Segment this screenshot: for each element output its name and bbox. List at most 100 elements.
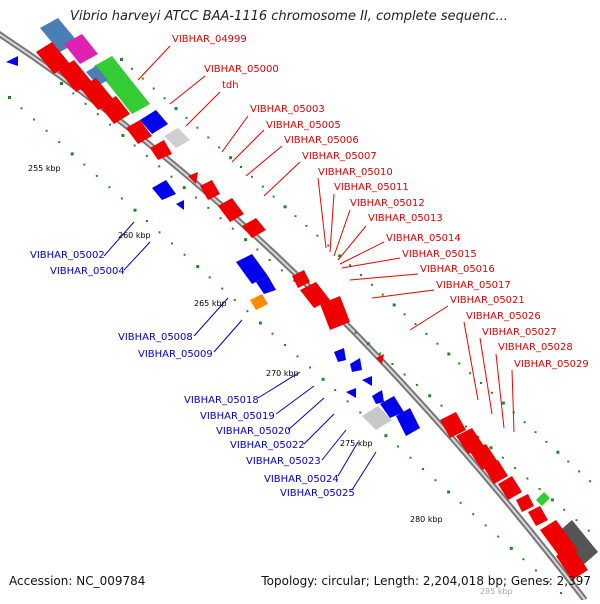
gene-label[interactable]: VIBHAR_05027: [482, 327, 557, 338]
kbp-label: 255 kbp: [28, 164, 61, 173]
tick-dot: [130, 67, 133, 70]
cds-block-grey: [164, 128, 190, 148]
tick-dot: [346, 400, 349, 403]
tick-dot: [469, 372, 472, 375]
tick-dot: [309, 366, 312, 369]
tick-dots: [8, 58, 592, 594]
cds-arrow: [498, 476, 522, 500]
gene-label[interactable]: VIBHAR_05014: [386, 233, 461, 244]
gene-label[interactable]: VIBHAR_05022: [230, 440, 305, 451]
tick-dot: [327, 244, 330, 247]
tick-dot: [434, 479, 437, 482]
tick-dot: [45, 129, 48, 132]
tick-dot: [120, 197, 123, 200]
tick-dot: [261, 185, 264, 188]
tick-dot: [477, 435, 480, 438]
tick-dot: [195, 196, 197, 199]
gene-label[interactable]: VIBHAR_05025: [280, 488, 355, 499]
tick-dot: [384, 434, 388, 438]
tick-dot: [229, 156, 233, 160]
gene-label[interactable]: VIBHAR_05028: [498, 342, 573, 353]
gene-label[interactable]: VIBHAR_05011: [334, 182, 409, 193]
gene-label[interactable]: VIBHAR_05009: [138, 349, 213, 360]
cds-block-steelblue-2: [86, 66, 108, 86]
gene-label[interactable]: VIBHAR_05003: [250, 104, 325, 115]
tick-dot: [196, 265, 200, 269]
tick-dot: [163, 97, 166, 100]
kbp-label: 275 kbp: [340, 439, 373, 448]
gene-label[interactable]: VIBHAR_05002: [30, 250, 105, 261]
tick-dot: [447, 352, 451, 356]
cds-arrow: [484, 460, 508, 484]
gene-label[interactable]: VIBHAR_05016: [420, 264, 495, 275]
feature-blocks: [40, 18, 598, 566]
cds-arrow: [80, 78, 114, 110]
gene-label[interactable]: VIBHAR_05017: [436, 280, 511, 291]
tick-dot: [185, 116, 188, 119]
gene-label[interactable]: VIBHAR_05015: [402, 249, 477, 260]
tick-dot: [133, 144, 136, 147]
gene-label[interactable]: VIBHAR_05020: [216, 426, 291, 437]
tick-dot: [268, 259, 271, 261]
tick-dot: [366, 342, 370, 346]
gene-label[interactable]: VIBHAR_05029: [514, 359, 589, 370]
tick-dot: [256, 248, 259, 251]
gene-label[interactable]: VIBHAR_05018: [184, 395, 259, 406]
tick-dot: [489, 446, 493, 450]
gene-label[interactable]: VIBHAR_05012: [350, 198, 425, 209]
gene-label[interactable]: VIBHAR_05000: [204, 64, 279, 75]
tick-dot: [359, 411, 362, 414]
gene-label[interactable]: VIBHAR_05019: [200, 411, 275, 422]
reverse-strand-features: [6, 56, 420, 436]
gene-label[interactable]: VIBHAR_05005: [266, 120, 341, 131]
tick-dot: [440, 404, 443, 407]
gene-label[interactable]: VIBHAR_05008: [118, 332, 193, 343]
cds-arrow: [300, 282, 330, 308]
gene-label[interactable]: VIBHAR_05004: [50, 266, 125, 277]
gene-label[interactable]: VIBHAR_05021: [450, 295, 525, 306]
tick-dot: [60, 82, 63, 85]
gene-label[interactable]: VIBHAR_04999: [172, 34, 247, 45]
cds-arrow: [242, 218, 266, 238]
label-leaders-reverse: [103, 221, 377, 491]
gene-label[interactable]: tdh: [222, 80, 239, 91]
cds-arrow: [320, 296, 350, 330]
tick-dot: [84, 102, 87, 105]
gene-label[interactable]: VIBHAR_05007: [302, 151, 377, 162]
cds-arrow: [456, 428, 484, 454]
gene-label[interactable]: VIBHAR_05026: [466, 311, 541, 322]
tick-dot: [589, 480, 592, 483]
cds-arrow: [218, 198, 244, 222]
tick-dot: [283, 205, 287, 209]
gene-label[interactable]: VIBHAR_05006: [284, 135, 359, 146]
tick-dot: [182, 186, 186, 190]
tick-dot: [349, 264, 352, 267]
cds-arrow: [236, 254, 268, 284]
tick-dot: [196, 126, 199, 129]
tick-dot: [501, 401, 505, 405]
cds-block-darkgrey: [556, 520, 598, 566]
gene-label[interactable]: VIBHAR_05010: [318, 167, 393, 178]
tick-dot: [183, 253, 186, 256]
forward-strand-features: [36, 42, 588, 580]
tick-dot: [391, 363, 394, 365]
cds-arrow: [334, 348, 346, 362]
cds-arrow: [470, 444, 498, 470]
gene-label[interactable]: VIBHAR_05024: [264, 474, 339, 485]
tick-dot: [96, 113, 99, 116]
tick-dot: [465, 425, 467, 428]
cds-arrow: [152, 180, 176, 200]
gene-label[interactable]: VIBHAR_05023: [246, 456, 321, 467]
reverse-gene-labels[interactable]: VIBHAR_05002 VIBHAR_05004 VIBHAR_05008 V…: [30, 250, 355, 499]
tick-dot: [141, 77, 144, 80]
cds-arrow: [100, 96, 130, 124]
forward-gene-labels[interactable]: VIBHAR_04999 VIBHAR_05000 tdh VIBHAR_050…: [172, 34, 589, 370]
tick-dot: [425, 332, 428, 335]
tick-dot: [250, 175, 253, 178]
gene-label[interactable]: VIBHAR_05013: [368, 213, 443, 224]
cds-block-grey-2: [362, 406, 392, 430]
tick-dot: [231, 227, 234, 230]
tick-dot: [258, 321, 262, 325]
